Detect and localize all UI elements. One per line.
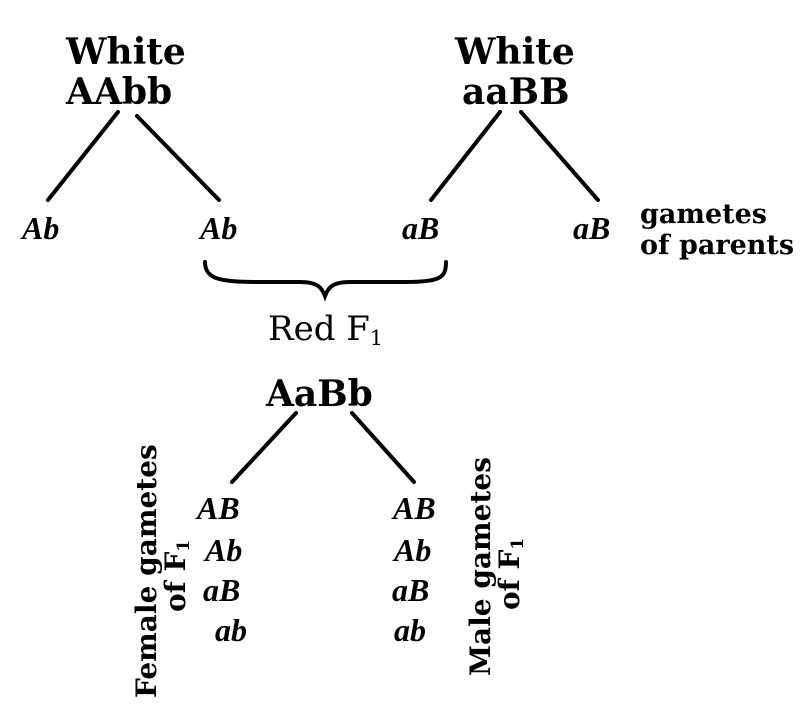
male-gamete-1: AB [393, 490, 436, 526]
male-gamete-4: ab [394, 612, 426, 648]
female-gametes-label: Female gametes of F1 [130, 444, 194, 698]
right-parent-phenotype: White [455, 31, 575, 73]
parent-gamete-2: Ab [200, 210, 238, 246]
female-gamete-2: Ab [205, 532, 243, 568]
female-gamete-1: AB [197, 490, 240, 526]
branch-f1-to-female-gametes [230, 411, 298, 484]
left-parent-genotype: AAbb [66, 71, 173, 113]
male-gametes-label: Male gametes of F1 [464, 456, 528, 676]
parent-gametes-note-line-2: of parents [640, 230, 795, 261]
branch-right-parent-to-gamete-3 [429, 110, 502, 202]
branch-f1-to-male-gametes [350, 411, 416, 484]
female-gamete-3: aB [203, 572, 241, 608]
parent-gamete-3: aB [402, 210, 440, 246]
f1-genotype: AaBb [266, 373, 373, 415]
branch-right-parent-to-gamete-4 [519, 110, 600, 202]
right-parent-genotype: aaBB [462, 71, 570, 113]
fertilization-brace [203, 260, 448, 302]
female-gamete-4: ab [215, 612, 247, 648]
parent-gamete-4: aB [573, 210, 611, 246]
branch-left-parent-to-gamete-2 [135, 114, 221, 202]
branch-left-parent-to-gamete-1 [46, 110, 120, 202]
parent-gamete-1: Ab [22, 210, 60, 246]
male-gamete-2: Ab [394, 532, 432, 568]
parent-gametes-note-line-1: gametes [640, 199, 767, 230]
left-parent-phenotype: White [66, 31, 186, 73]
male-gamete-3: aB [392, 572, 430, 608]
f1-label: Red F1 [268, 309, 383, 351]
